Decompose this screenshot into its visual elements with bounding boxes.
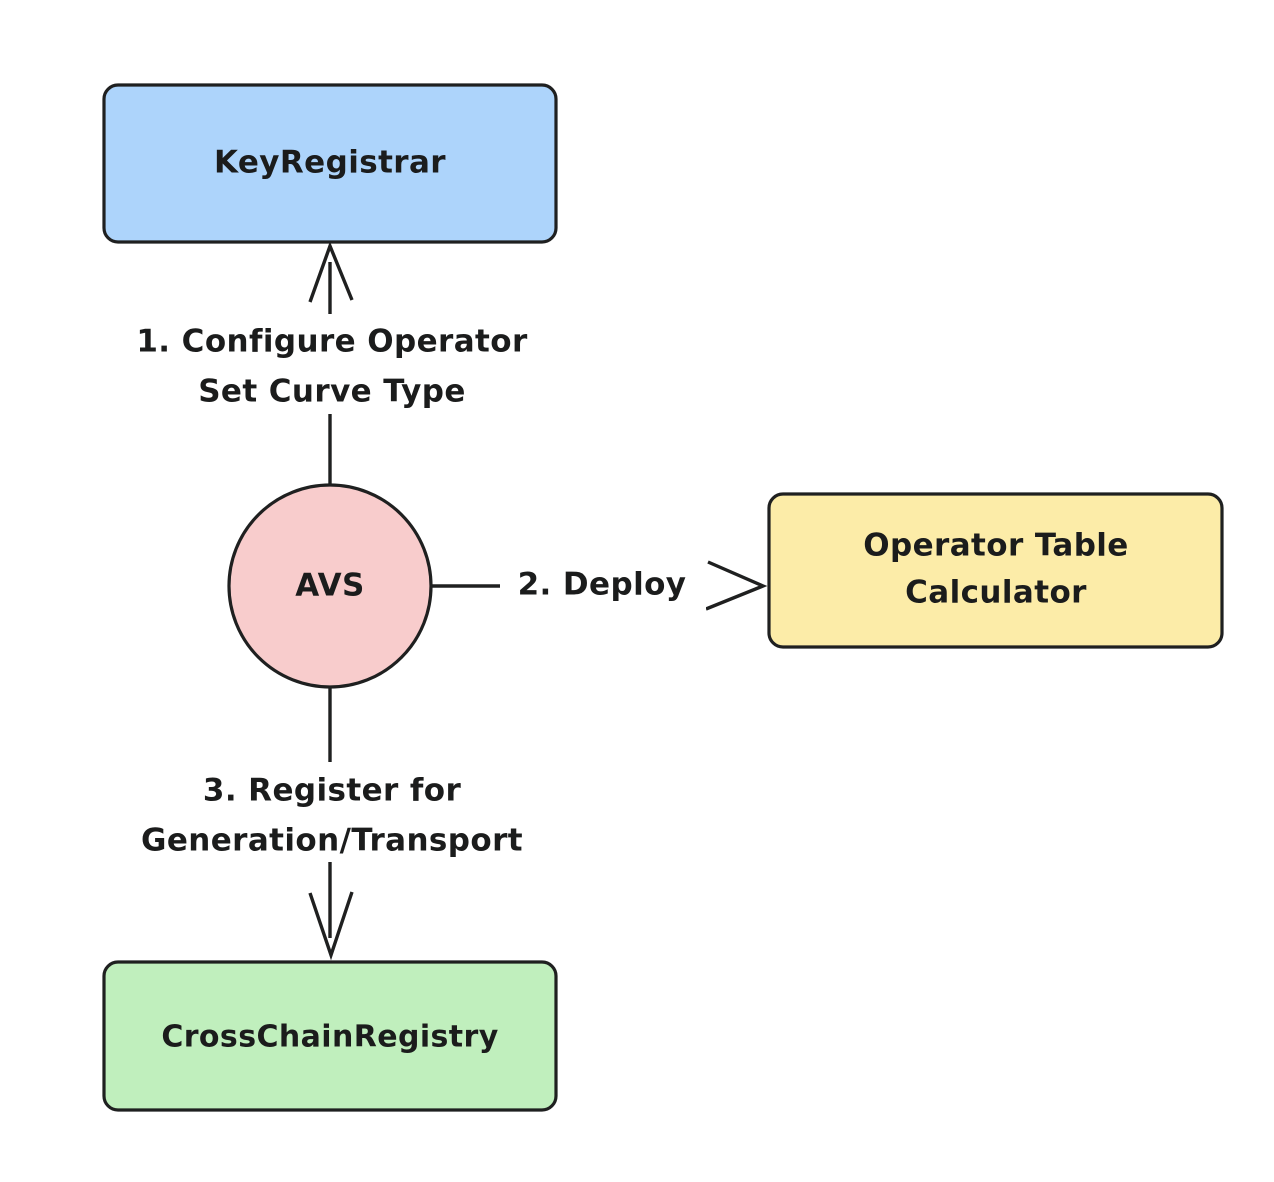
operator-table-calculator-label-line1: Operator Table [863,528,1128,564]
avs-circle[interactable] [227,483,433,689]
keyregistrar-box[interactable] [102,83,558,244]
edge-2-arrowhead-right [705,560,768,611]
operator-table-calculator-box[interactable] [767,492,1224,649]
crosschainregistry-label: CrossChainRegistry [161,1020,498,1055]
edge-1-arrowhead-up [308,241,354,303]
node-crosschainregistry[interactable]: CrossChainRegistry [102,960,558,1112]
operator-table-calculator-label-line2: Calculator [905,575,1087,611]
node-avs[interactable]: AVS [227,483,433,689]
avs-label: AVS [295,568,364,604]
edge-1-label-line2: Set Curve Type [198,374,466,410]
edge-3-arrowhead-down [308,891,354,961]
edge-3-label-line2: Generation/Transport [141,823,523,859]
edge-2-label: 2. Deploy [500,558,706,614]
edge-3-label-line1: 3. Register for [203,773,462,809]
edge-3-label: 3. Register for Generation/Transport [112,762,552,862]
node-keyregistrar[interactable]: KeyRegistrar [102,83,558,244]
keyregistrar-label: KeyRegistrar [214,145,446,181]
edge-3-label-backdrop [112,762,552,862]
node-operator-table-calculator[interactable]: Operator Table Calculator [767,492,1224,649]
edge-2-label-backdrop [500,558,706,614]
edge-2-label-line1: 2. Deploy [518,567,687,603]
edge-1-label-line1: 1. Configure Operator [136,324,528,360]
crosschainregistry-box[interactable] [102,960,558,1112]
edge-1-label: 1. Configure Operator Set Curve Type [112,314,552,414]
edge-1-label-backdrop [112,314,552,414]
